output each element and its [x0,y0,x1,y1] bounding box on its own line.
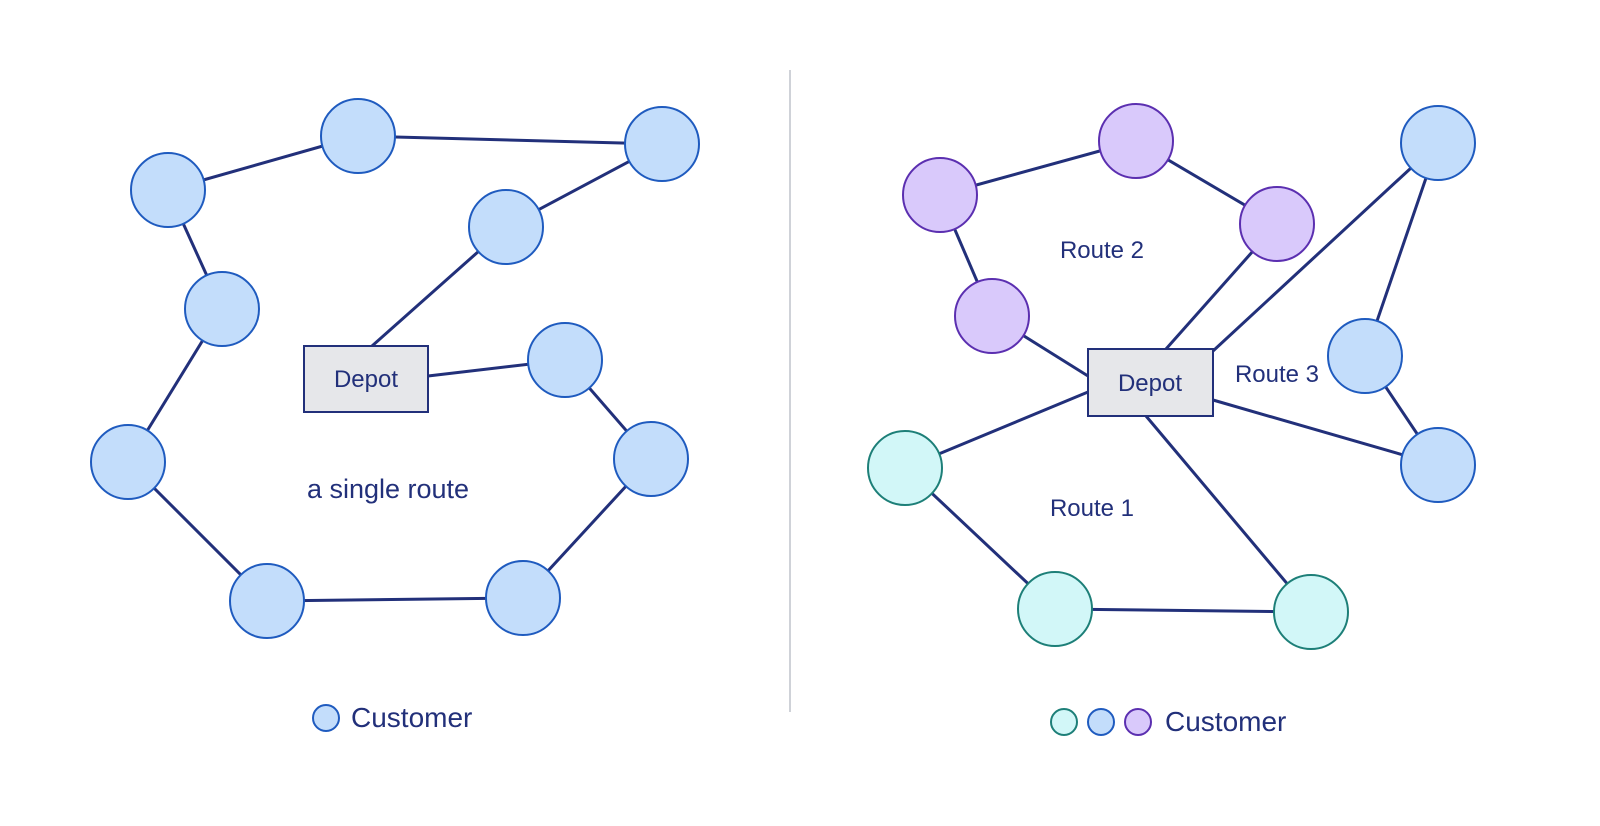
customer-node [90,424,166,500]
customer-node [229,563,305,639]
left-depot: Depot [303,345,429,413]
customer-node [902,157,978,233]
legend-customer-teal-icon [1050,708,1078,736]
route-3-label: Route 3 [1235,361,1319,388]
customer-node [867,430,943,506]
depot-label: Depot [1118,370,1182,397]
depot-box [303,345,429,413]
customer-node [1098,103,1174,179]
legend-customer-icon [312,704,340,732]
left-panel: Depot a single route Customer [90,98,700,733]
route-1-label: Route 1 [1050,495,1134,522]
edge [1212,398,1439,467]
edge [266,596,524,603]
customer-node [624,106,700,182]
customer-node [954,278,1030,354]
customer-node [1400,105,1476,181]
edge [1054,607,1312,614]
depot-box [1087,348,1214,417]
customer-node [184,271,260,347]
customer-node [1327,318,1403,394]
route-2-customers [902,103,1315,354]
legend-customer-blue-icon [1087,708,1115,736]
customer-node [130,152,206,228]
customer-node [527,322,603,398]
route-1-customers [867,430,1349,650]
customer-node [485,560,561,636]
customer-node [613,421,689,497]
left-customers [90,98,700,639]
edge [357,134,663,146]
legend-label: Customer [351,702,472,733]
customer-node [1273,574,1349,650]
left-legend: Customer [312,702,472,733]
customer-node [1400,427,1476,503]
depot-label: Depot [334,366,398,393]
route-3-customers [1327,105,1476,503]
route-caption: a single route [307,474,469,504]
customer-node [320,98,396,174]
right-panel: Depot Route 2 Route 3 Route 1 Customer [867,103,1476,737]
edge [1211,141,1440,353]
edge [1144,415,1313,613]
legend-customer-purple-icon [1124,708,1152,736]
right-depot: Depot [1087,348,1214,417]
customer-node [1239,186,1315,262]
customer-node [1017,571,1093,647]
right-legend: Customer [1050,706,1286,737]
customer-node [468,189,544,265]
legend-label: Customer [1165,706,1286,737]
route-2-label: Route 2 [1060,237,1144,264]
